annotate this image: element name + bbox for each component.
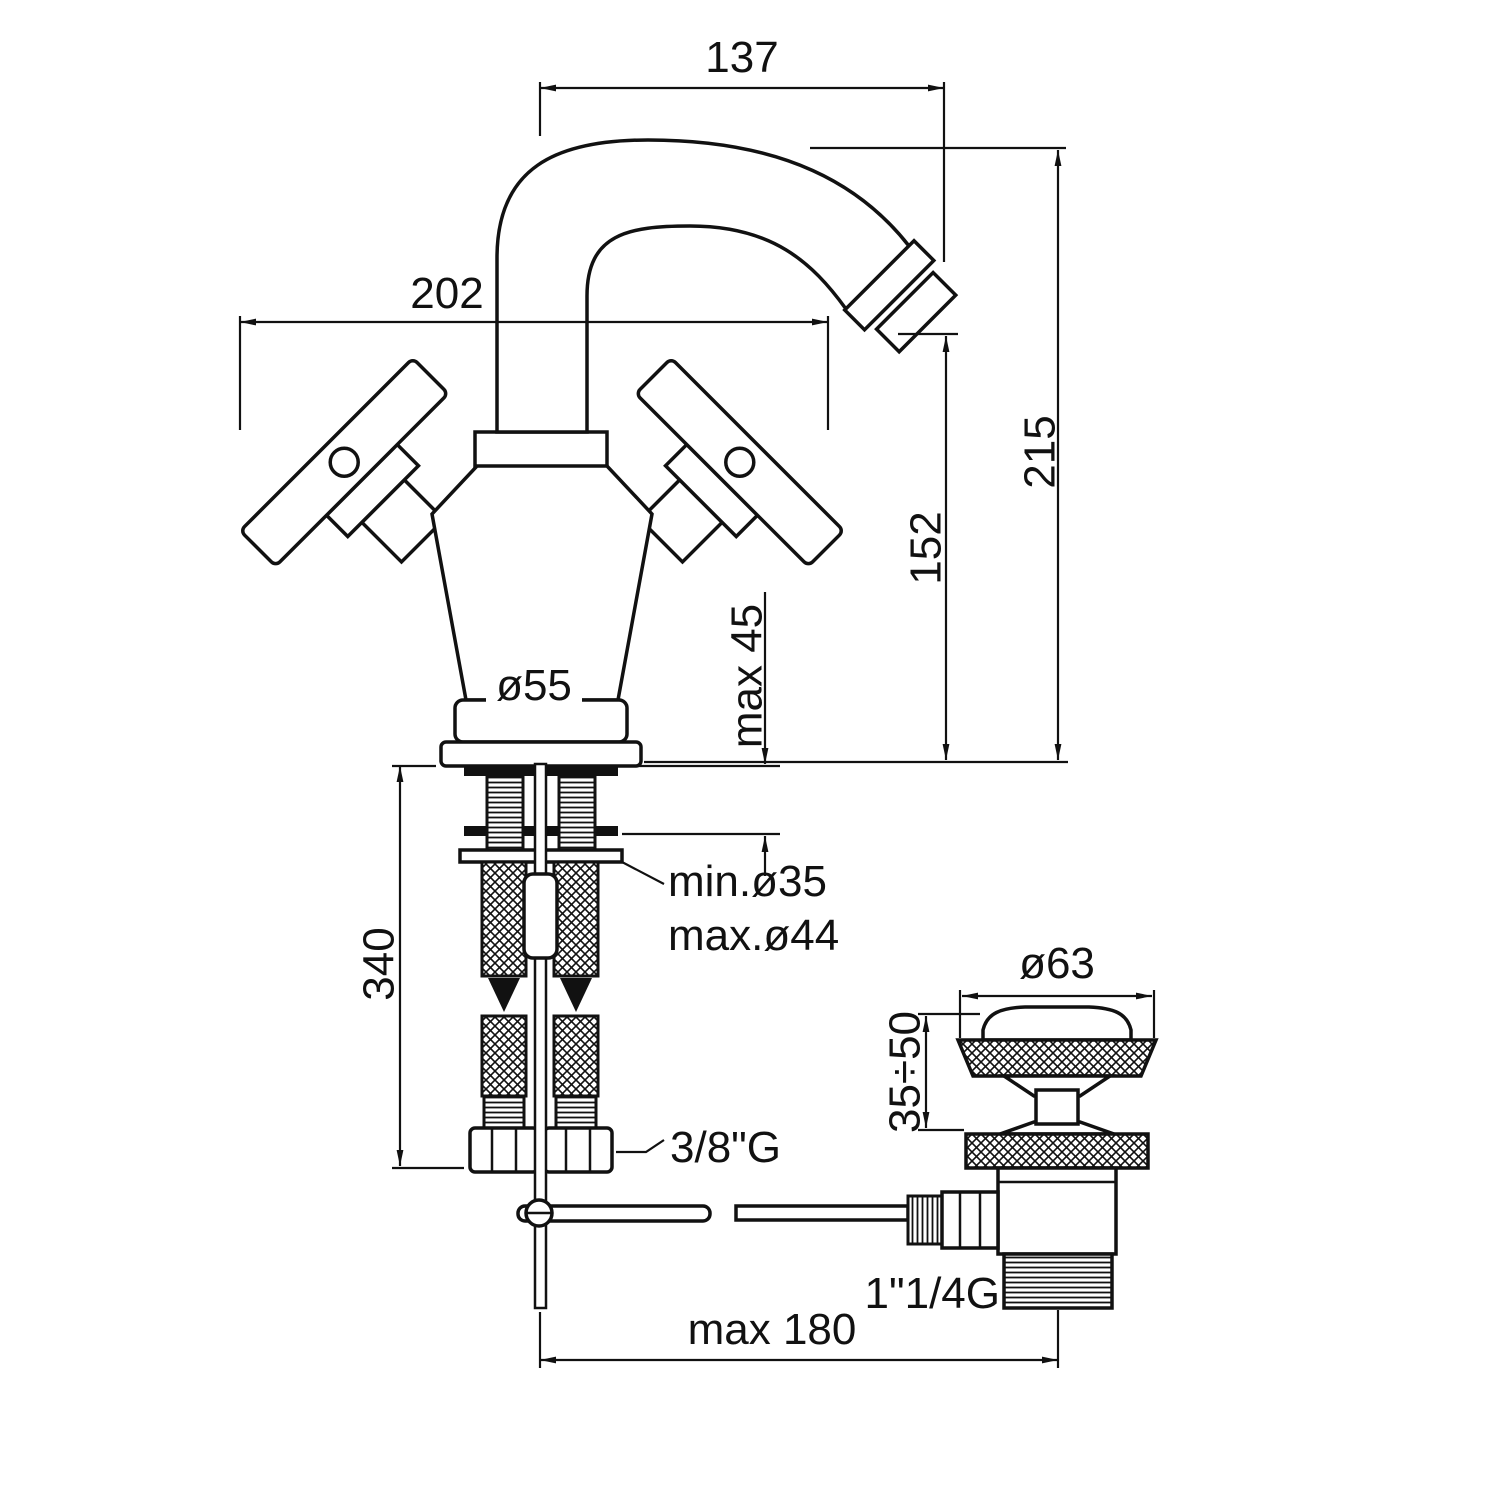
dim-outlet-height-label: 152 [902, 511, 951, 584]
waste-plug-cap [981, 1005, 1133, 1042]
hose-break-arrow [560, 978, 592, 1012]
drain-waste-assembly [906, 1005, 1159, 1310]
spout [495, 138, 959, 434]
dimension-annotations [238, 82, 1156, 1368]
hose-nut [542, 1126, 614, 1174]
supply-hoses [468, 860, 614, 1174]
right-cross-handle [636, 359, 843, 566]
label-backdrop [486, 664, 582, 710]
dim-overall-height-label: 215 [1016, 415, 1065, 488]
hose-nut [468, 1126, 540, 1174]
hose-break-arrow [488, 978, 520, 1012]
dim-waste-diameter-label: ø63 [1019, 939, 1095, 988]
dim-spout-reach-label: 137 [705, 33, 778, 82]
waste-thread [1002, 1252, 1114, 1310]
pop-up-rod-assembly [516, 762, 910, 1310]
dim-deck-thickness-label: max 45 [723, 604, 772, 748]
aerator [842, 238, 959, 355]
dim-overall-width-label: 202 [410, 269, 483, 318]
dim-hole-max-label: max.ø44 [668, 911, 839, 960]
waste-thread-label: 1"1/4G [865, 1269, 1000, 1318]
supply-thread-label: 3/8"G [670, 1123, 781, 1172]
dim-rod-reach-label: max 180 [688, 1305, 857, 1354]
faucet-body [430, 430, 654, 702]
dimension-labels: 137 202 215 152 max 45 ø55 340 min.ø35 m… [355, 33, 1095, 1354]
dim-waste-range-label: 35÷50 [881, 1011, 930, 1133]
dim-supply-length-label: 340 [355, 927, 404, 1000]
dim-hole-min-label: min.ø35 [668, 857, 827, 906]
left-cross-handle [241, 359, 448, 566]
faucet-base [439, 698, 643, 768]
dim-base-diameter-label: ø55 [496, 661, 572, 710]
